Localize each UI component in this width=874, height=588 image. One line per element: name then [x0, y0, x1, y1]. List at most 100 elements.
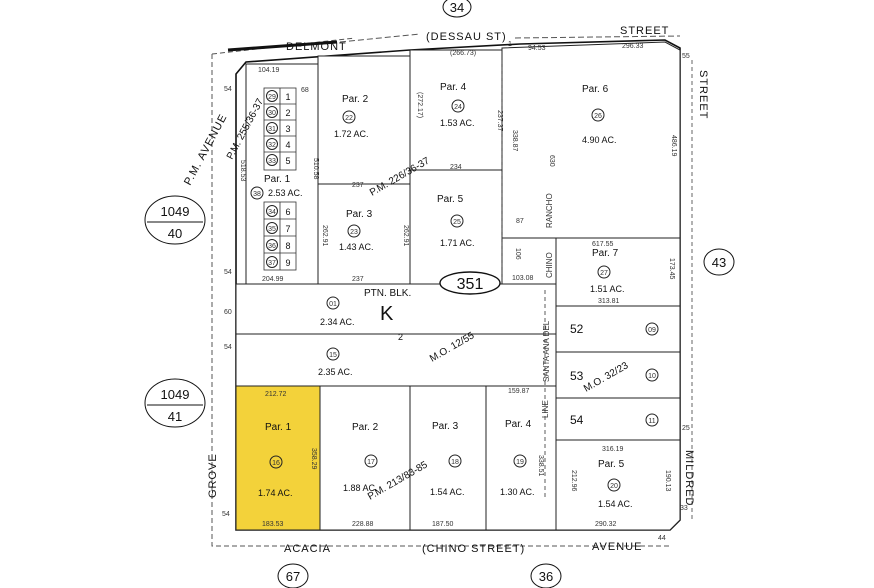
condo-unit-label[interactable]: 5	[285, 156, 290, 166]
label-santa-ana-del: SANTA ANA DEL	[542, 320, 551, 382]
lot-52-labels[interactable]: 52 09	[570, 322, 659, 336]
condo-num: 30	[268, 110, 276, 117]
condo-unit-label[interactable]: 8	[285, 241, 290, 251]
lower-par4-num-circle	[513, 454, 527, 468]
upper-par3-lot	[317, 183, 411, 285]
page-ref-left-upper-top: 1049	[161, 204, 190, 219]
upper-par2-labels[interactable]: Par. 2 22 1.72 AC.	[334, 94, 369, 139]
lower-par3-labels[interactable]: Par. 3 18 1.54 AC.	[430, 421, 465, 497]
lower-par5-area: 1.54 AC.	[598, 499, 633, 509]
page-ref-left-lower[interactable]: 1049 41	[144, 378, 206, 428]
condo-unit-label[interactable]: 7	[285, 224, 290, 234]
condo-unit-label[interactable]: 1	[285, 92, 290, 102]
page-ref-left-lower-bottom: 41	[168, 409, 182, 424]
page-ref-right[interactable]: 43	[703, 248, 735, 276]
block-number: 351	[457, 276, 484, 293]
upper-par5-area: 1.71 AC.	[440, 238, 475, 248]
strip-15-lot	[235, 333, 557, 387]
dim-54d: 54	[222, 511, 230, 518]
block-lot-2: 2	[398, 332, 403, 342]
strip-01-area: 2.34 AC.	[320, 317, 355, 327]
upper-par1-num: 38	[253, 191, 261, 198]
street-pm-avenue: P.M. AVENUE	[182, 112, 230, 187]
lower-par3-area: 1.54 AC.	[430, 487, 465, 497]
lower-par1-lot-highlighted[interactable]	[235, 385, 321, 531]
dim-237b: 237	[352, 276, 364, 283]
page-ref-left-upper[interactable]: 1049 40	[144, 195, 206, 245]
condo-unit-label[interactable]: 3	[285, 124, 290, 134]
dim-61755: 617.55	[592, 241, 614, 248]
dim-234: 234	[450, 164, 462, 171]
dim-54b: 54	[224, 269, 232, 276]
dim-31381: 313.81	[598, 298, 620, 305]
lower-par3-lot	[409, 385, 487, 531]
page-ref-bottom-left[interactable]: 67	[277, 563, 309, 588]
lower-par4-labels[interactable]: Par. 4 19 1.30 AC.	[500, 419, 535, 497]
upper-par7-num: 27	[600, 270, 608, 277]
condo-unit-label[interactable]: 6	[285, 207, 290, 217]
dim-87: 87	[516, 218, 524, 225]
dim-55: 55	[682, 53, 690, 60]
dim-54c: 54	[224, 344, 232, 351]
strip-01-num-circle	[326, 296, 340, 310]
lower-par5-labels[interactable]: Par. 5 20 1.54 AC.	[598, 459, 633, 509]
condo-num: 36	[268, 243, 276, 250]
dim-106: 106	[514, 248, 521, 260]
dimension-labels: (266.73) 94.53 296.33 104.19 68 (272.17)…	[222, 41, 690, 542]
upper-par6-labels[interactable]: Par. 6 26 4.90 AC.	[582, 84, 617, 145]
upper-par5-labels[interactable]: Par. 5 25 1.71 AC.	[437, 194, 475, 248]
dim-60: 60	[224, 309, 232, 316]
page-ref-top[interactable]: 34	[442, 0, 472, 18]
lower-par2-num-circle	[364, 454, 378, 468]
page-ref-bottom-right[interactable]: 36	[530, 563, 562, 588]
dim-29633: 296.33	[622, 43, 644, 50]
dim-51853: 518.53	[239, 160, 246, 182]
condo-unit-label[interactable]: 2	[285, 108, 290, 118]
condo-num: 37	[268, 260, 276, 267]
dim-23737: 237.37	[496, 110, 503, 132]
strip-15-area: 2.35 AC.	[318, 367, 353, 377]
condo-unit-label[interactable]: 9	[285, 258, 290, 268]
lower-par1-labels[interactable]: Par. 1 16 1.74 AC.	[258, 422, 293, 498]
condo-unit-label[interactable]: 4	[285, 140, 290, 150]
lower-par3-num: 18	[451, 459, 459, 466]
lot-52-label: 52	[570, 322, 584, 336]
dim-33851: 338.51	[537, 455, 544, 477]
strip-01-labels[interactable]: 01 2.34 AC.	[320, 296, 355, 327]
condo-num: 32	[268, 142, 276, 149]
label-line: LINE	[541, 400, 550, 418]
upper-par1-labels[interactable]: Par. 1 38 2.53 AC.	[250, 174, 303, 200]
upper-par2-label: Par. 2	[342, 94, 369, 105]
upper-par2-num-circle	[342, 110, 356, 124]
upper-par4-labels[interactable]: Par. 4 24 1.53 AC.	[440, 82, 475, 128]
upper-par3-labels[interactable]: Par. 3 23 1.43 AC.	[339, 209, 374, 252]
lower-par2-labels[interactable]: Par. 2 17 1.88 AC.	[343, 422, 379, 493]
dim-21272: 212.72	[265, 391, 287, 398]
delmont-street-line	[227, 40, 338, 52]
dim-15987: 159.87	[508, 388, 530, 395]
lot-54-labels[interactable]: 54 11	[570, 413, 659, 427]
dim-26291b: 262.91	[402, 225, 409, 247]
condo-num: 34	[268, 209, 276, 216]
lower-par5-num: 20	[610, 483, 618, 490]
dim-25: 25	[682, 425, 690, 432]
lot-54	[555, 397, 681, 441]
condo-num-circle	[266, 90, 278, 102]
street-top-right: STREET	[620, 25, 669, 37]
dim-29032: 290.32	[595, 521, 617, 528]
strip-15-labels[interactable]: 15 2.35 AC.	[318, 347, 353, 377]
strip-01-num: 01	[329, 301, 337, 308]
upper-par6-num: 26	[594, 113, 602, 120]
condo-num-circle	[266, 205, 278, 217]
upper-par7-labels[interactable]: Par. 7 27 1.51 AC.	[590, 248, 625, 294]
lot-53-labels[interactable]: 53 10	[570, 368, 659, 383]
strip-15-num-circle	[326, 347, 340, 361]
lower-par1-area: 1.74 AC.	[258, 488, 293, 498]
page-ref-top-label: 34	[450, 0, 464, 15]
map-frame	[211, 37, 670, 547]
lower-par1-num-circle	[269, 455, 283, 469]
dim-54a: 54	[224, 86, 232, 93]
street-dessau: (DESSAU ST)	[426, 31, 507, 43]
upper-par6-area: 4.90 AC.	[582, 135, 617, 145]
lot-54-num-circle	[645, 413, 659, 427]
